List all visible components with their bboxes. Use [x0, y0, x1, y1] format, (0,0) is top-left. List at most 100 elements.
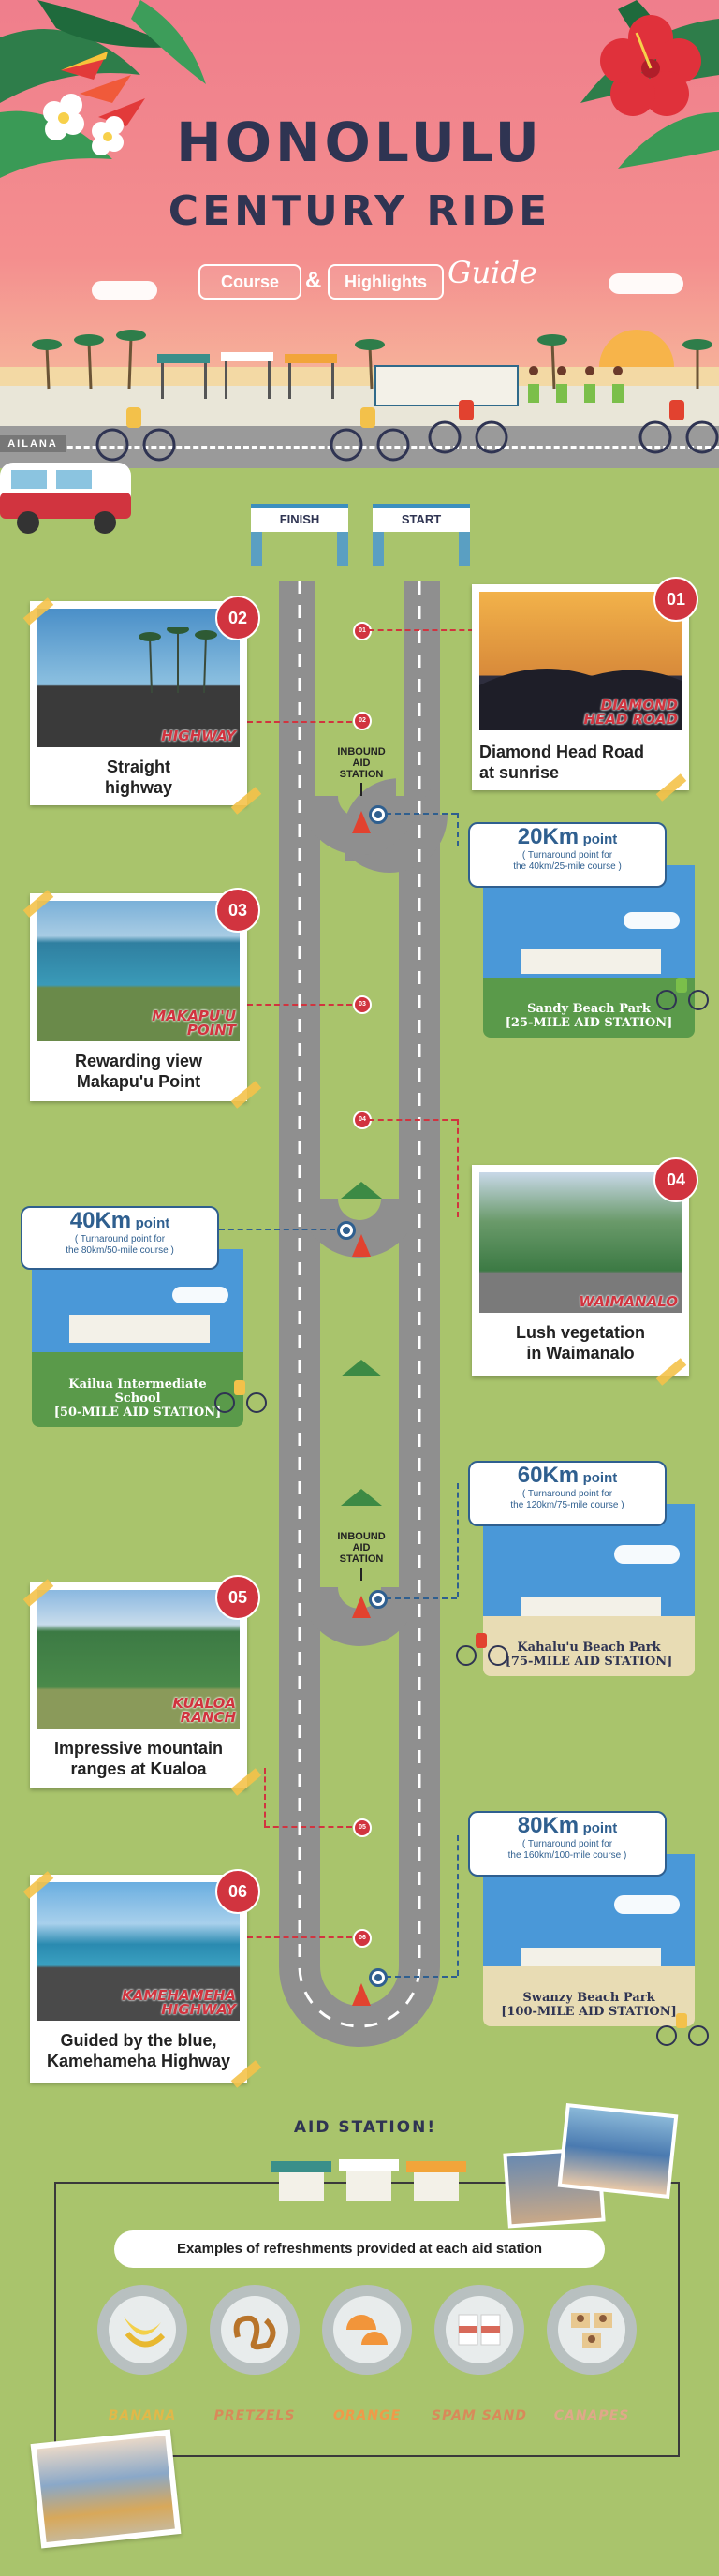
point-leader-20km — [386, 813, 457, 815]
highlight-card-01: DIAMOND HEAD ROAD Diamond Head Road at s… — [472, 584, 689, 790]
photo-highway: HIGHWAY — [37, 609, 240, 747]
refreshments-subtitle: Examples of refreshments provided at eac… — [114, 2230, 605, 2268]
leader-line-04-vertical — [457, 1119, 459, 1217]
photo-kualoa: KUALOA RANCH — [37, 1590, 240, 1729]
silhouettes-decoration — [479, 669, 682, 730]
highlights-pill: Highlights — [328, 264, 444, 300]
turnaround-marker-20km — [369, 805, 388, 824]
gate-post — [251, 532, 262, 566]
point-place-20km: Sandy Beach Park [25-MILE AID STATION] — [505, 1002, 673, 1030]
point-place-40km: Kailua Intermediate School [50-MILE AID … — [53, 1377, 222, 1420]
traffic-cone-icon — [352, 811, 371, 833]
spam-musubi-icon — [458, 2314, 501, 2346]
highlight-number-04: 04 — [653, 1157, 698, 1202]
scene-ground — [483, 1615, 695, 1676]
sidewalk — [0, 386, 719, 428]
mountain-icon — [341, 1182, 382, 1199]
orange-slice-icon — [346, 2315, 388, 2345]
park-building — [521, 1597, 661, 1618]
point-leader-80km — [386, 1976, 457, 1978]
highlight-card-06: KAMEHAMEHA HIGHWAY Guided by the blue, K… — [30, 1875, 247, 2083]
point-leader-60km — [386, 1597, 457, 1599]
gate-post — [373, 532, 384, 566]
highlight-number-01: 01 — [653, 577, 698, 622]
beach-building — [374, 365, 519, 406]
aid-photo-group — [30, 2429, 182, 2549]
highlight-number-03: 03 — [215, 888, 260, 933]
highlight-caption-03: Rewarding view Makapu'u Point — [74, 1052, 203, 1091]
point-km-20km: 20Km — [517, 824, 580, 849]
traffic-cone-icon — [352, 1983, 371, 2006]
highlight-caption-04: Lush vegetation in Waimanalo — [515, 1323, 645, 1362]
route-marker-05: 05 — [353, 1818, 372, 1837]
cloud-decoration — [614, 1545, 680, 1564]
inbound-aid-station-label: INBOUND AID STATION — [337, 746, 386, 780]
highlight-card-02: HIGHWAY Straight highway — [30, 601, 247, 805]
photo-makapuu: MAKAPU'U POINT — [37, 901, 240, 1041]
photo-label-04: WAIMANALO — [579, 1293, 678, 1310]
point-leader-60km-vertical — [457, 1483, 459, 1597]
photo-waimanalo: WAIMANALO — [479, 1172, 682, 1313]
plumeria-flower-decoration — [43, 94, 124, 155]
title-line-2: CENTURY RIDE — [168, 187, 551, 235]
inbound-arrow — [360, 783, 362, 796]
food-label-pretzels: PRETZELS — [213, 2408, 296, 2423]
highlight-caption-02: Straight highway — [104, 758, 172, 797]
aid-station-title: AID STATION! — [293, 2118, 437, 2137]
cloud-decoration — [614, 1895, 680, 1914]
food-plate-pretzels — [210, 2285, 300, 2375]
palm-leaves-left-decoration — [0, 0, 206, 178]
food-plate-canapes — [547, 2285, 637, 2375]
point-leader-40km — [219, 1229, 335, 1230]
turnaround-marker-40km — [337, 1221, 356, 1240]
plate — [558, 2296, 625, 2363]
leader-line-02 — [247, 721, 352, 723]
hibiscus-flower-decoration — [600, 15, 701, 116]
leader-line-06 — [247, 1936, 352, 1938]
plate — [109, 2296, 176, 2363]
photo-label-06: KAMEHAMEHA HIGHWAY — [122, 1987, 236, 2018]
school-building — [69, 1315, 210, 1343]
cyclist-icon — [456, 1633, 508, 1666]
food-plate-orange — [322, 2285, 412, 2375]
inbound-aid-station-label: INBOUND AID STATION — [337, 1531, 386, 1565]
leader-line-05 — [264, 1826, 352, 1828]
highlight-caption-06: Guided by the blue, Kamehameha Highway — [46, 2031, 231, 2070]
scene-kailua-school: Kailua Intermediate School [50-MILE AID … — [32, 1249, 243, 1427]
highlight-number-05: 05 — [215, 1575, 260, 1620]
aid-tents-icon — [271, 2159, 466, 2201]
canape-icon — [571, 2313, 612, 2348]
highlight-number-02: 02 — [215, 596, 260, 640]
point-word: point — [135, 1215, 170, 1231]
photo-diamond-head: DIAMOND HEAD ROAD — [479, 592, 682, 730]
mountain-icon — [341, 1489, 382, 1506]
food-plate-banana — [97, 2285, 187, 2375]
cloud-decoration — [172, 1287, 228, 1303]
cyclist-icon — [656, 2013, 709, 2046]
food-label-banana: BANANA — [108, 2408, 177, 2423]
gate-post — [337, 532, 348, 566]
shop-sign: AILANA — [0, 435, 66, 452]
road-center-line — [0, 446, 719, 449]
route-marker-06: 06 — [353, 1929, 372, 1948]
point-note-40km: ( Turnaround point for the 80km/50-mile … — [66, 1234, 174, 1256]
cloud-decoration — [609, 273, 683, 294]
photo-label-05: KUALOA RANCH — [172, 1695, 236, 1726]
photo-label-03: MAKAPU'U POINT — [152, 1008, 236, 1038]
point-km-40km: 40Km — [69, 1208, 132, 1233]
cyclists-decoration — [95, 400, 719, 462]
point-box-80km: 80Km point ( Turnaround point for the 16… — [468, 1811, 667, 1877]
gate-post — [459, 532, 470, 566]
route-marker-01: 01 — [353, 622, 372, 640]
header-banner: HONOLULU CENTURY RIDE Course & Highlight… — [0, 0, 719, 468]
title-line-1: HONOLULU — [176, 110, 543, 174]
point-place-60km: Kahalu'u Beach Park [75-MILE AID STATION… — [505, 1641, 673, 1669]
scene-kahaluu-beach: Kahalu'u Beach Park [75-MILE AID STATION… — [483, 1504, 695, 1676]
leader-line-04 — [369, 1119, 457, 1121]
traffic-cone-icon — [352, 1234, 371, 1257]
point-word: point — [582, 1820, 618, 1836]
point-km-60km: 60Km — [517, 1463, 580, 1488]
course-pill: Course — [198, 264, 301, 300]
highlight-caption-01: Diamond Head Road at sunrise — [479, 743, 645, 782]
